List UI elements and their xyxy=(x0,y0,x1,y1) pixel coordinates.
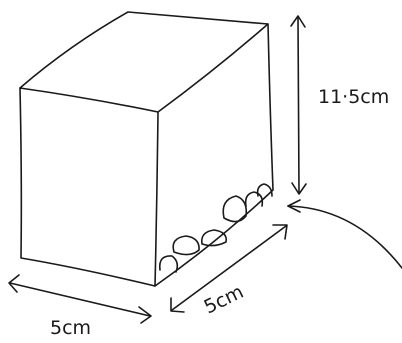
depth-label: 5cm xyxy=(201,281,248,319)
front-face xyxy=(19,87,159,287)
height-arrow xyxy=(290,15,307,195)
right-edge xyxy=(154,23,274,287)
cuboid-box xyxy=(19,11,274,287)
pebble xyxy=(222,195,248,223)
front-width-arrow xyxy=(8,274,152,324)
pebble xyxy=(256,183,273,197)
depth-arrow xyxy=(170,224,288,313)
height-label: 11·5cm xyxy=(318,86,389,108)
pebble xyxy=(200,229,228,247)
pebbles xyxy=(158,183,273,273)
pebble xyxy=(158,255,179,273)
pebble xyxy=(172,235,200,256)
pointer-arrow xyxy=(287,199,402,269)
front-width-label: 5cm xyxy=(50,317,91,339)
pebble xyxy=(244,191,264,207)
top-face xyxy=(19,11,269,113)
